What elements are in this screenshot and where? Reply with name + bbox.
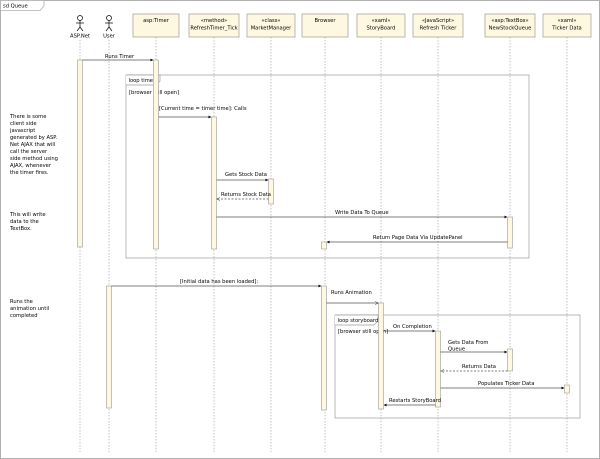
fragment-operator: loop storyboard [338,318,379,324]
note-line: animation until [10,306,49,312]
lifeline-label: asp:Timer [143,18,170,24]
lifeline-label: Ticker Data [551,26,581,32]
note-line: Net AJAX that will [10,142,55,148]
message-label: [Current time = timer time]: Calls [159,106,247,112]
lifeline-label: StoryBoard [367,26,396,32]
activation-bar [77,59,83,248]
message-label: Gets Data From Queue [448,340,490,353]
note-line: Runs the [10,299,33,305]
fragment-border [125,74,530,259]
fragment-border [334,314,581,419]
lifeline-stereotype: «method» [201,18,227,24]
lifeline-label: MarketManager [251,26,292,32]
fragment-loop-timer: loop timer [browser still open] [125,74,530,259]
message-on-completion: On Completion [383,324,436,333]
stick-figure-icon [76,15,84,32]
note-runs-animation: Runs the animation until completed [10,299,51,319]
fragment-tab [335,314,379,326]
lifeline-stereotype: «JavaScript» [422,18,454,24]
activation-bar [321,285,327,411]
message-return-page-data: Return Page Data Via UpdatePanel [326,235,508,244]
activation-bar [321,241,327,250]
lifeline-label: Browser [314,18,336,24]
activation-bar [106,285,112,409]
message-initial-data-loaded: [Initial data has been loaded]: [111,279,322,288]
activation-bar [435,330,441,408]
note-line: data to the [10,219,39,225]
message-label: Returns Stock Data [221,192,271,198]
message-label-line: Gets Data From [448,340,488,346]
message-label: On Completion [393,324,432,330]
message-label: Restarts StoryBoard [389,398,441,404]
stick-figure-icon [105,15,113,32]
lifeline-stereotype: «xaml» [557,18,576,24]
message-returns-stock-data: Returns Stock Data [217,192,271,199]
activations [77,59,570,411]
actor-aspnet: ASP.Net [70,15,90,452]
activation-bar [268,178,274,205]
message-label: Runs Animation [331,290,372,296]
note-line: the timer fires. [10,170,49,176]
activation-bar [564,384,570,394]
note-write-data: This will write data to the TextBox. [9,212,47,232]
lifeline-stereotype: «class» [261,18,280,24]
message-gets-stock-data: Gets Stock Data [216,172,269,182]
note-line: There is some [9,114,46,120]
activation-bar [378,302,384,410]
message-returns-data: Returns Data [441,364,508,371]
actor-label: ASP.Net [70,34,90,40]
lifeline-label: NewStockQueue [489,26,532,32]
message-calls: [Current time = timer time]: Calls [158,106,247,119]
message-runs-animation: Runs Animation [326,290,379,303]
note-line: client side [10,121,37,127]
actor-label: User [103,34,116,40]
note-line: call the server [10,149,48,155]
message-label: Return Page Data Via UpdatePanel [373,235,463,241]
note-line: generated by ASP. [10,135,58,141]
frame-title: sd Queue [3,4,28,10]
message-runs-timer: Runs Timer [82,54,154,62]
frame-tab: sd Queue [0,0,45,11]
lifeline-stereotype: «asp:TextBox» [491,18,528,24]
lifeline-market-manager: «class» MarketManager [246,13,296,452]
lifeline-ticker-data: «xaml» Ticker Data [542,13,592,452]
message-label-line: Queue [448,347,465,353]
fragment-operator: loop timer [129,78,156,84]
fragment-guard: [browser still open] [338,329,388,335]
message-populates-ticker-data: Populates Ticker Data [440,381,565,390]
note-line: This will write [9,212,46,218]
message-label: Populates Ticker Data [478,381,534,387]
message-restarts-storyboard: Restarts StoryBoard [383,398,441,407]
message-write-data-to-queue: Write Data To Queue [216,210,508,219]
lifeline-stereotype: «xaml» [371,18,390,24]
note-line: javascript [9,128,35,134]
lifeline-refresh-ticker: «JavaScript» Refresh Ticker [412,13,464,452]
activation-bar [211,116,217,250]
note-client-side-javascript: There is some client side javascript gen… [9,114,60,176]
message-label: Write Data To Queue [335,210,389,216]
lifeline-label: RefreshTimer_Tick [190,26,237,32]
message-label: Gets Stock Data [225,172,267,178]
activation-bar [153,59,159,250]
message-label: Returns Data [462,364,496,370]
note-line: TextBox. [9,226,32,232]
message-label: [Initial data has been loaded]: [180,279,258,285]
note-line: AJAX, whenever [10,163,52,169]
fragment-loop-storyboard: loop storyboard [browser still open] [334,314,581,419]
message-gets-data-from-queue: Gets Data From Queue [440,340,508,354]
fragment-tab [126,74,161,86]
message-label: Runs Timer [105,54,135,60]
activation-bar [507,216,513,249]
note-line: completed [10,313,38,319]
note-line: side method using [10,156,58,162]
lifeline-label: Refresh Ticker [420,26,458,32]
activation-bar [507,348,513,372]
